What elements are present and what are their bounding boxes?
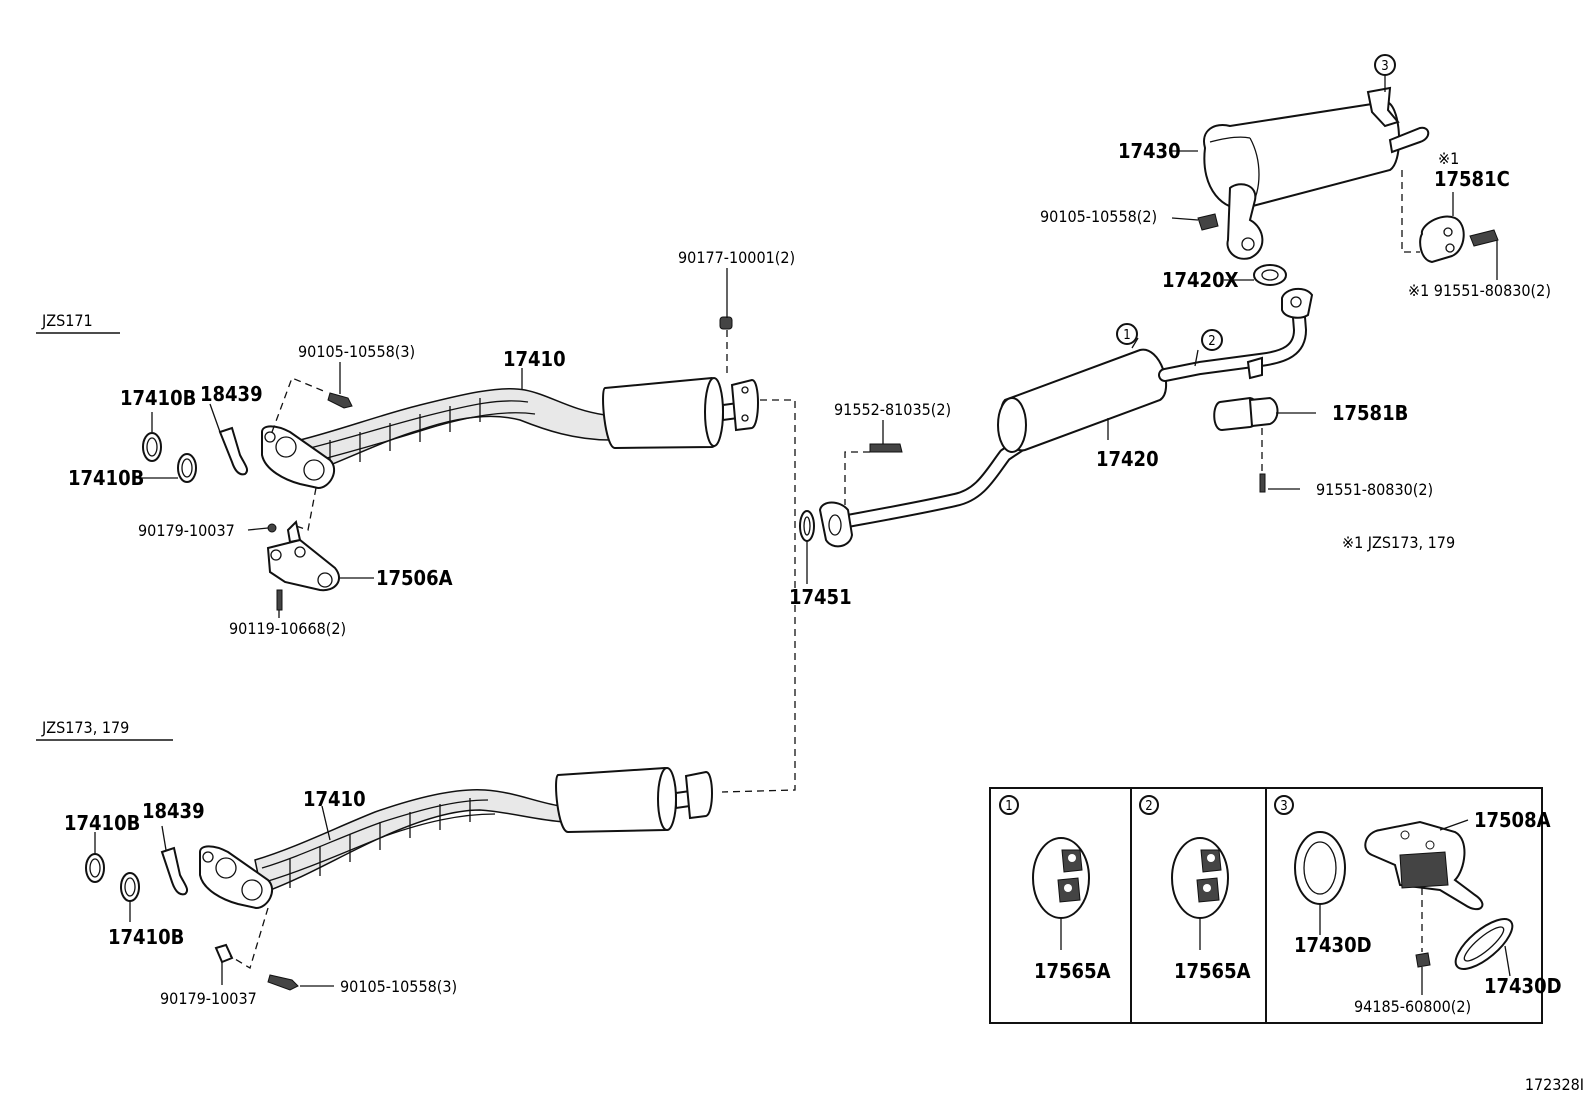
gasket-17420x[interactable] — [1253, 264, 1287, 286]
gasket-17410b-c[interactable] — [85, 853, 105, 883]
bolt-91551-mid[interactable] — [1259, 473, 1266, 493]
bolt-91552[interactable] — [869, 443, 903, 453]
note-jzs173-179: ※1 JZS173, 179 — [1342, 533, 1455, 552]
label-91551-mid: 91551-80830(2) — [1316, 480, 1433, 499]
rubber-hanger-17565a-1[interactable] — [1032, 837, 1090, 919]
diagram-id: 172328I — [1525, 1075, 1584, 1094]
svg-text:2: 2 — [1145, 799, 1152, 814]
label-17430: 17430 — [1118, 139, 1181, 163]
label-90119: 90119-10668(2) — [229, 619, 346, 638]
label-17410b-c: 17410B — [64, 811, 140, 835]
label-90177: 90177-10001(2) — [678, 248, 795, 267]
nut-90179-top[interactable] — [267, 523, 277, 533]
label-17581c: 17581C — [1434, 167, 1510, 191]
bracket-17506a[interactable] — [266, 520, 340, 592]
o2-sensor-18439-top[interactable] — [218, 426, 249, 476]
svg-text:3: 3 — [1381, 59, 1388, 74]
label-18439-bottom: 18439 — [142, 799, 205, 823]
hanger-17581c[interactable] — [1419, 215, 1465, 264]
label-17508a: 17508A — [1474, 808, 1551, 832]
bolt-90119[interactable] — [276, 589, 283, 611]
svg-text:1: 1 — [1005, 799, 1012, 814]
svg-text:2: 2 — [1208, 334, 1215, 349]
bolt-90105-bottom[interactable] — [267, 974, 299, 991]
label-90105-right: 90105-10558(2) — [1040, 207, 1157, 226]
label-17420x: 17420X — [1162, 268, 1239, 292]
center-exhaust-pipe-17420[interactable] — [818, 287, 1314, 548]
nut-94185[interactable] — [1415, 952, 1431, 968]
label-17430d-a: 17430D — [1294, 933, 1372, 957]
bolt-90105-top[interactable] — [327, 392, 353, 409]
nut-90177[interactable] — [719, 316, 733, 330]
bolt-90105-right[interactable] — [1197, 213, 1219, 231]
label-17430d-b: 17430D — [1484, 974, 1562, 998]
label-90179-bottom: 90179-10037 — [160, 989, 257, 1008]
label-17410b-b: 17410B — [68, 466, 144, 490]
ring-17430d-b[interactable] — [1448, 911, 1520, 977]
o2-sensor-18439-bottom[interactable] — [160, 846, 189, 896]
label-91552: 91552-81035(2) — [834, 400, 951, 419]
label-90105-bottom: 90105-10558(3) — [340, 977, 457, 996]
label-17410-top: 17410 — [503, 347, 566, 371]
callout-2 — [1201, 329, 1223, 351]
bolt-91551-top[interactable] — [1469, 229, 1499, 247]
rubber-hanger-17565a-2[interactable] — [1171, 837, 1229, 919]
inset-hanger-details: 1 2 3 — [989, 787, 1562, 1024]
label-90105-top: 90105-10558(3) — [298, 342, 415, 361]
label-17506a: 17506A — [376, 566, 453, 590]
variant-label-jzs171: JZS171 — [41, 311, 93, 330]
label-17451: 17451 — [789, 585, 852, 609]
front-exhaust-pipe-top[interactable] — [261, 376, 759, 490]
label-17410b-a: 17410B — [120, 386, 196, 410]
label-17581b: 17581B — [1332, 401, 1408, 425]
note-mark: ※1 — [1438, 149, 1459, 168]
gasket-17410b-a[interactable] — [142, 432, 162, 462]
gasket-17410b-b[interactable] — [177, 453, 197, 483]
label-91551-top: ※1 91551-80830(2) — [1408, 281, 1551, 300]
label-17420: 17420 — [1096, 447, 1159, 471]
nut-90179-bottom[interactable] — [214, 943, 234, 964]
label-17565a-2: 17565A — [1174, 959, 1251, 983]
label-17565a-1: 17565A — [1034, 959, 1111, 983]
svg-text:1: 1 — [1123, 328, 1130, 343]
label-17410b-d: 17410B — [108, 925, 184, 949]
ring-17430d-a[interactable] — [1294, 831, 1346, 905]
label-17410-bottom: 17410 — [303, 787, 366, 811]
bracket-17508a[interactable] — [1364, 820, 1484, 911]
label-18439-top: 18439 — [200, 382, 263, 406]
callout-1 — [1116, 323, 1138, 345]
label-90179-top: 90179-10037 — [138, 521, 235, 540]
variant-label-jzs173-179: JZS173, 179 — [41, 718, 129, 737]
label-94185: 94185-60800(2) — [1354, 997, 1471, 1016]
tail-muffler-17430[interactable] — [1203, 86, 1430, 260]
gasket-17451[interactable] — [799, 510, 815, 542]
front-exhaust-pipe-bottom[interactable] — [199, 766, 713, 910]
svg-text:3: 3 — [1280, 799, 1287, 814]
gasket-17410b-d[interactable] — [120, 872, 140, 902]
hanger-17581b[interactable] — [1213, 396, 1279, 432]
